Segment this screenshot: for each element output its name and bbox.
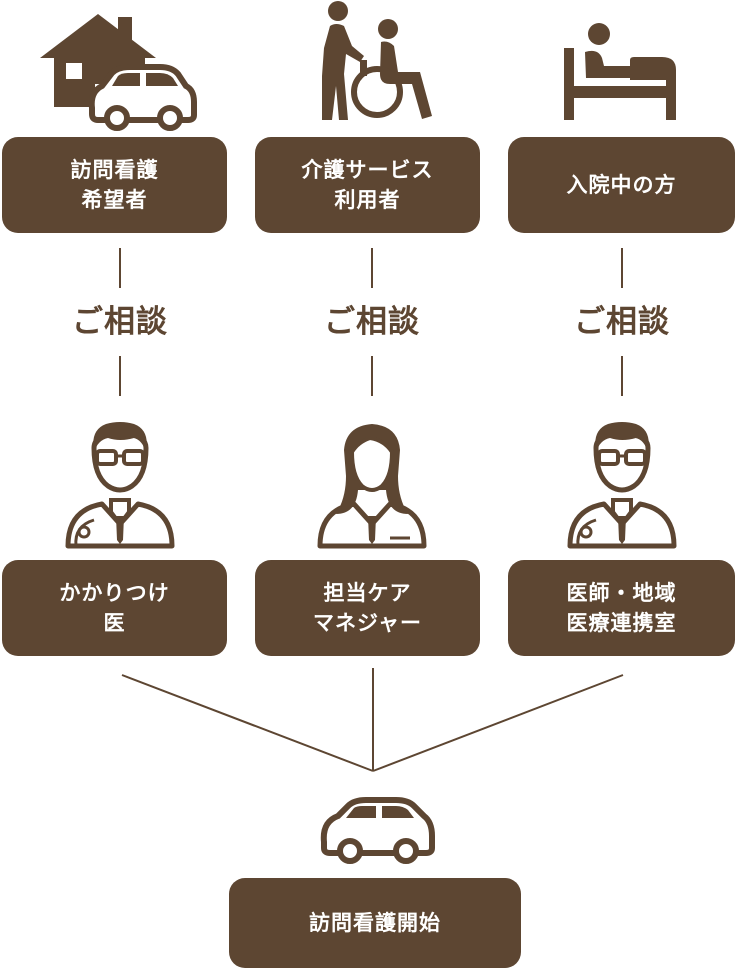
box-home-nursing-applicant: 訪問看護 希望者: [2, 137, 227, 233]
box-start-home-nursing: 訪問看護開始: [229, 878, 521, 968]
hospital-bed-icon: [564, 23, 676, 120]
box-line: 介護サービス: [301, 158, 434, 182]
box-doctor-regional-liaison: 医師・地域 医療連携室: [508, 560, 735, 656]
box-line: 利用者: [334, 188, 401, 212]
box-line: マネジャー: [313, 611, 422, 635]
care-manager-icon: [317, 424, 427, 549]
final-label: 訪問看護開始: [309, 911, 441, 935]
box-line: 入院中の方: [566, 173, 677, 197]
box-care-service-user: 介護サービス 利用者: [255, 137, 480, 233]
doctor-icon: [68, 422, 172, 546]
box-line: 医: [103, 611, 126, 635]
merge-line-right: [372, 674, 624, 772]
caregiver-wheelchair-icon: [322, 1, 432, 120]
car-icon: [320, 797, 435, 864]
box-line: かかりつけ: [59, 581, 170, 605]
doctor-icon: [570, 422, 674, 546]
merge-line-left: [121, 674, 374, 772]
box-line: 医師・地域: [566, 581, 677, 605]
box-family-doctor: かかりつけ 医: [2, 560, 227, 656]
box-hospitalized: 入院中の方: [508, 137, 735, 233]
consult-label: ご相談: [72, 304, 168, 340]
connector-lines: [119, 248, 624, 772]
box-line: 医療連携室: [566, 611, 677, 635]
house-car-icon: [40, 14, 197, 131]
box-line: 担当ケア: [323, 581, 412, 605]
box-care-manager: 担当ケア マネジャー: [255, 560, 480, 656]
box-line: 訪問看護: [70, 158, 159, 182]
box-line: 希望者: [81, 188, 148, 212]
consult-label: ご相談: [324, 304, 420, 340]
consult-label: ご相談: [574, 304, 670, 340]
